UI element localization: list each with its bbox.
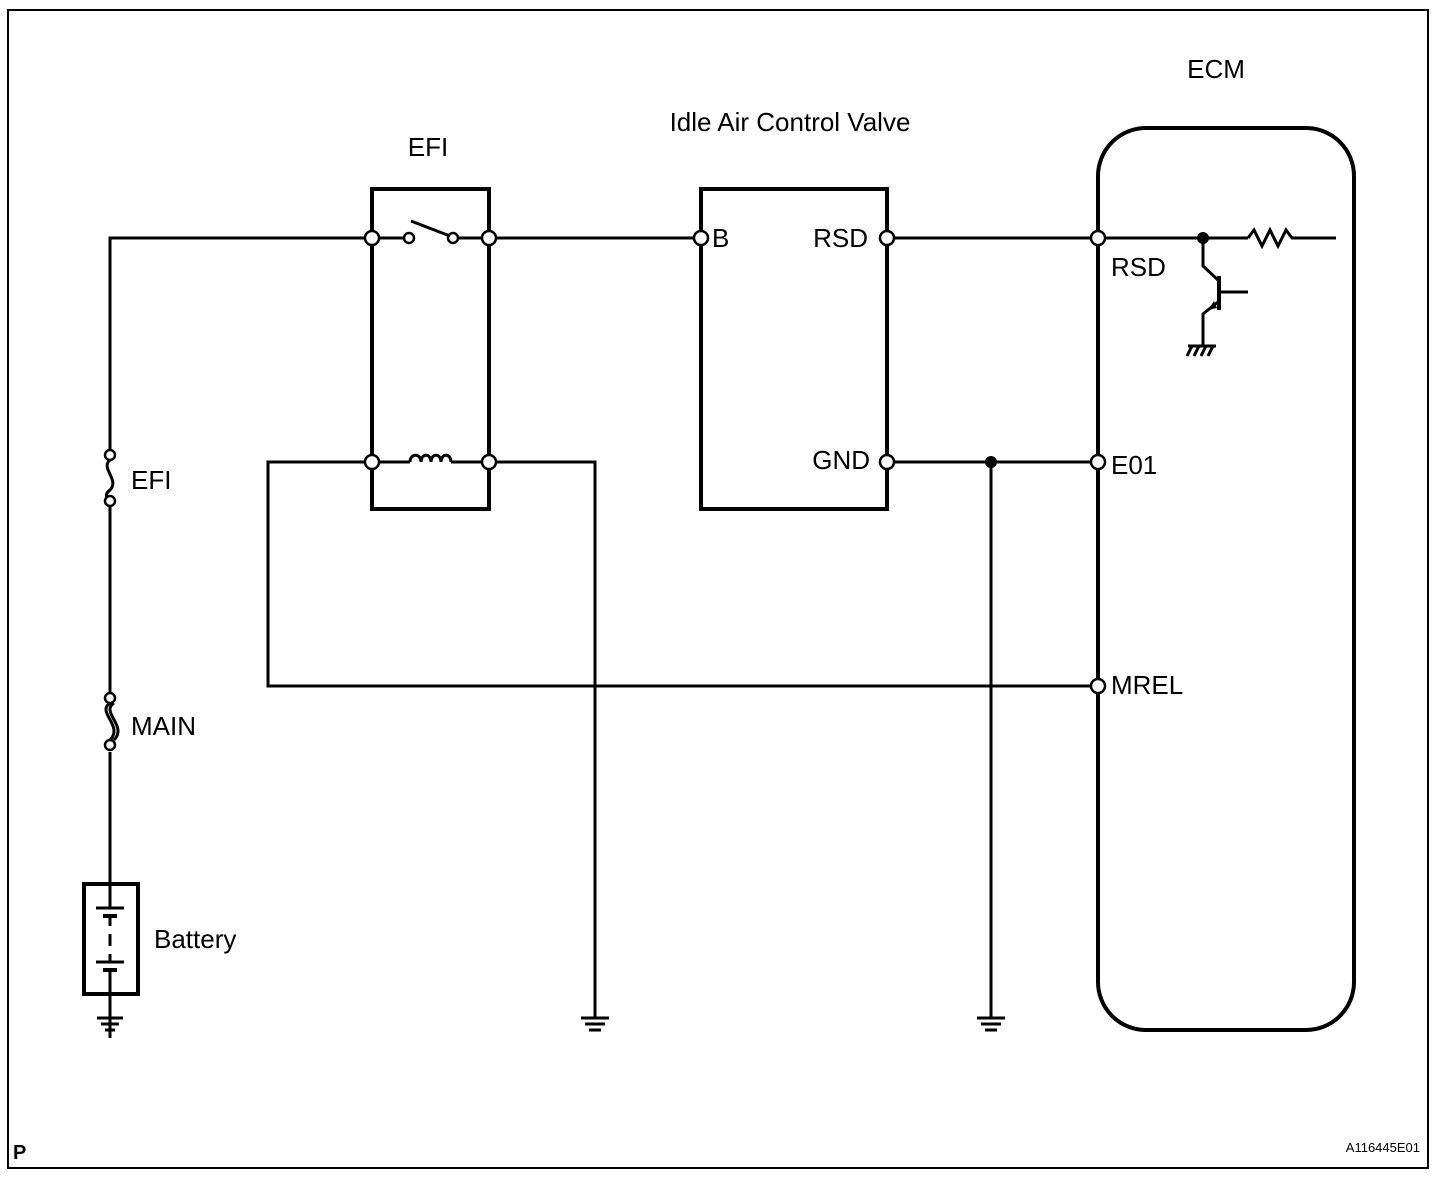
efi-relay-label: EFI — [408, 132, 448, 162]
corner-mark: P — [13, 1142, 26, 1164]
relay-coil-icon — [380, 453, 481, 464]
ecm-pin-rsd: RSD — [1111, 252, 1166, 282]
ecm-pin-mrel: MREL — [1111, 670, 1183, 700]
switch-arm — [410, 219, 451, 238]
iacv-pin-rsd: RSD — [813, 223, 868, 253]
transistor-icon — [1105, 226, 1336, 357]
battery-label: Battery — [154, 924, 236, 954]
ground-icon — [97, 1016, 123, 1032]
iacv-pin-b: B — [712, 223, 729, 253]
ecm-pin-e01: E01 — [1111, 450, 1157, 480]
iacv-pin-gnd: GND — [812, 445, 870, 475]
ecm — [1089, 126, 1356, 1032]
diagram-frame — [7, 9, 1429, 1169]
idle-air-control-valve — [692, 187, 896, 511]
ground-icon — [581, 1016, 609, 1032]
main-fuse-label: MAIN — [131, 711, 196, 741]
efi-fuse-icon — [103, 448, 117, 508]
main-fuse-icon — [103, 691, 120, 752]
junction-dot — [985, 456, 997, 468]
ground-icon — [977, 1016, 1005, 1032]
iacv-label: Idle Air Control Valve — [670, 107, 911, 137]
battery-icon — [82, 882, 140, 996]
resistor-icon — [1246, 226, 1336, 250]
ecm-label: ECM — [1187, 54, 1245, 84]
figure-code: A116445E01 — [1346, 1140, 1420, 1155]
efi-relay — [363, 187, 498, 511]
wires — [108, 236, 1090, 1038]
efi-fuse-label: EFI — [131, 465, 171, 495]
